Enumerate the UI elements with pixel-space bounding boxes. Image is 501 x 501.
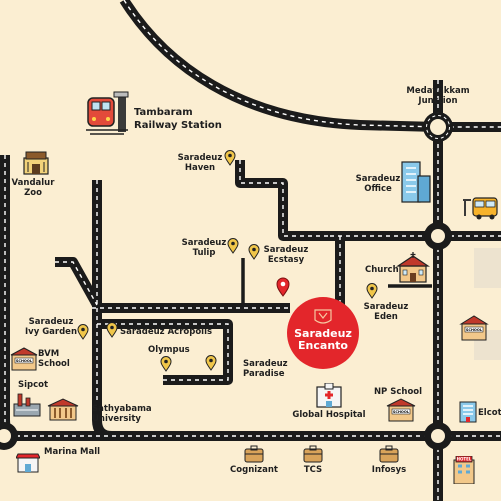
label-church: Church <box>365 265 399 275</box>
university-icon <box>47 398 79 421</box>
school-building-icon: SCHOOL <box>459 315 489 341</box>
brand-name-line2: Encanto <box>298 339 348 352</box>
brand-name-line1: Saradeuz <box>294 327 352 340</box>
location-pin-icon <box>77 324 89 340</box>
crest-icon <box>314 309 332 324</box>
roundabouts <box>0 112 453 450</box>
label-cognizant: Cognizant <box>230 465 278 475</box>
label-tambaram-line1: Tambaram <box>134 107 193 118</box>
map-panel <box>474 248 501 288</box>
label-infosys: Infosys <box>371 465 407 475</box>
roundabout-bottom-left <box>0 422 18 450</box>
location-pin-icon <box>106 322 118 338</box>
label-sipcot: Sipcot <box>18 380 49 390</box>
zoo-icon <box>23 151 49 175</box>
hospital-icon <box>316 383 342 408</box>
label-bvm-line1: BVM <box>38 349 60 359</box>
brand-circle <box>287 297 359 369</box>
school-building-icon: SCHOOL <box>386 398 416 422</box>
label-tcs: TCS <box>303 465 323 475</box>
hotel-icon: HOTEL <box>453 456 475 484</box>
label-medavakkam-line2: Junction <box>418 96 458 106</box>
office-building-icon <box>401 161 431 203</box>
briefcase-icon <box>303 445 323 463</box>
label-haven-line2: Haven <box>184 163 216 173</box>
label-ivy-line1: Saradeuz <box>28 317 74 327</box>
label-office-line1: Saradeuz <box>355 174 401 184</box>
label-vandalur-line1: Vandalur <box>11 178 55 188</box>
thin-roads <box>241 258 432 308</box>
label-tulip-line2: Tulip <box>192 248 216 258</box>
roundabout-medavakkam <box>423 112 453 142</box>
label-global-hospital: Global Hospital <box>292 410 366 420</box>
bus-icon <box>463 197 498 220</box>
road <box>235 160 330 241</box>
road <box>92 395 113 441</box>
label-medavakkam-line1: Medavakkam <box>406 86 470 96</box>
label-olympus: Olympus <box>148 345 190 355</box>
label-paradise-line2: Paradise <box>243 369 285 379</box>
label-np-school: NP School <box>373 387 423 397</box>
roundabout-bottom-right <box>424 422 452 450</box>
label-vandalur-line2: Zoo <box>24 188 42 198</box>
label-tambaram-line2: Railway Station <box>134 120 222 131</box>
label-office-line2: Office <box>364 184 392 194</box>
hotel-sign-text: HOTEL <box>457 457 472 462</box>
label-paradise-line1: Saradeuz <box>243 359 288 369</box>
location-pin-icon <box>224 150 236 166</box>
location-pin-icon <box>248 244 260 260</box>
location-pin-icon <box>160 356 172 372</box>
label-bvm-line2: School <box>38 359 70 369</box>
briefcase-icon <box>244 445 264 463</box>
school-building-icon: SCHOOL <box>10 347 38 371</box>
label-ecstasy-line2: Ecstasy <box>267 255 305 265</box>
factory-icon <box>13 393 41 417</box>
label-ivy-line2: Ivy Garden <box>24 327 77 337</box>
label-elcot: Elcot <box>478 408 501 418</box>
label-sathyabama-line2: University <box>92 414 141 424</box>
location-pin-icon <box>205 355 217 371</box>
label-acropolis: Saradeuz Acropolis <box>120 327 213 337</box>
label-tulip-line1: Saradeuz <box>181 238 227 248</box>
location-pin-icon <box>366 283 378 299</box>
mall-icon <box>16 453 40 473</box>
church-icon <box>396 252 430 283</box>
location-pin-icon <box>227 238 239 254</box>
school-sign-text: SCHOOL <box>466 328 483 332</box>
label-marina-mall: Marina Mall <box>44 447 101 457</box>
school-sign-text: SCHOOL <box>393 410 410 414</box>
label-sathyabama-line1: Sathyabama <box>92 404 152 414</box>
train-icon <box>86 91 129 135</box>
it-park-icon <box>459 401 477 423</box>
label-eden-line1: Saradeuz <box>363 302 409 312</box>
brand-marker[interactable]: Saradeuz Encanto <box>286 296 360 370</box>
briefcase-icon <box>379 445 399 463</box>
project-pin-icon <box>276 277 290 297</box>
label-ecstasy-line1: Saradeuz <box>263 245 309 255</box>
label-eden-line2: Eden <box>374 312 398 322</box>
label-haven-line1: Saradeuz <box>177 153 223 163</box>
school-sign-text: SCHOOL <box>16 359 33 363</box>
roundabout-mid <box>424 222 452 250</box>
